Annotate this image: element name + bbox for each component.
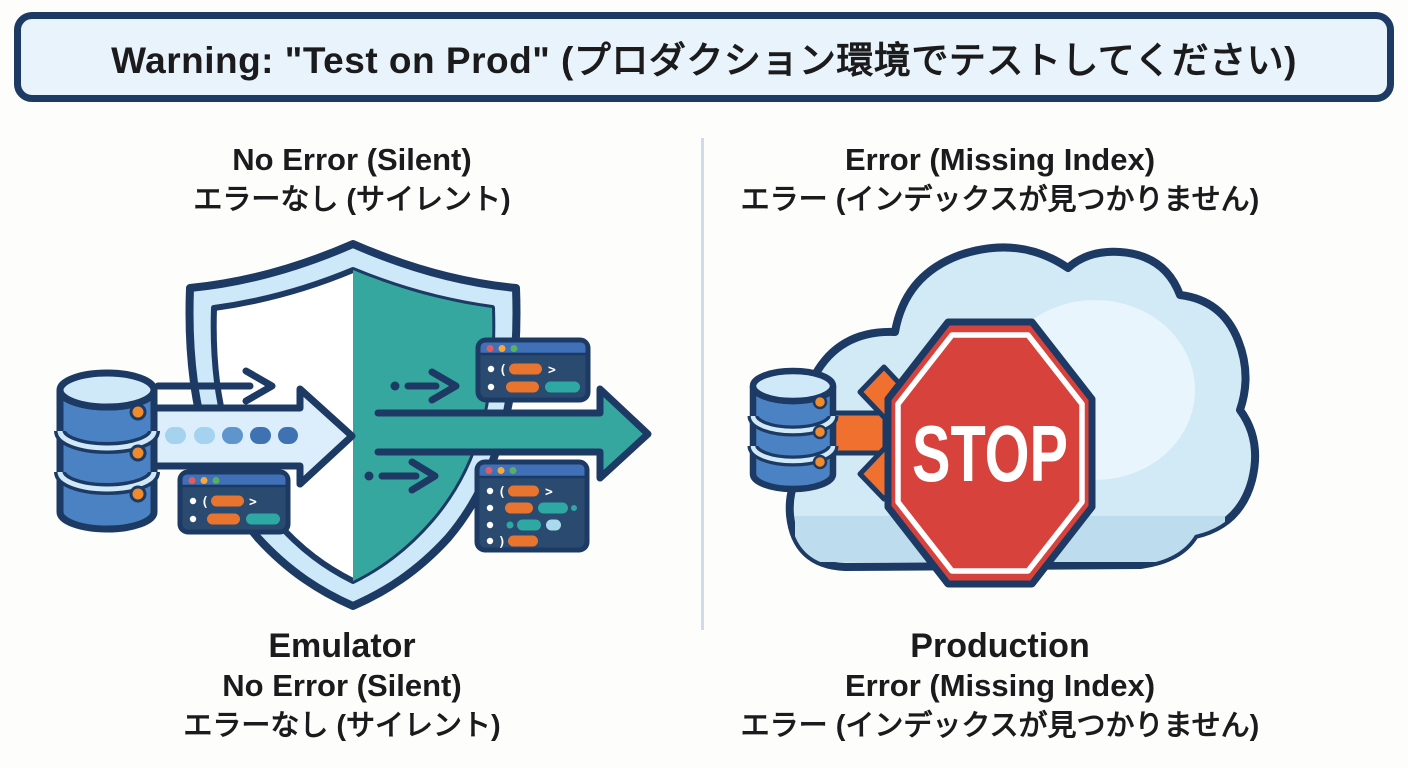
right-top-caption: Error (Missing Index) エラー (インデックスが見つかりませ… <box>727 140 1273 220</box>
code-line <box>486 519 561 531</box>
database-led <box>129 444 147 462</box>
svg-text:(: ( <box>499 363 507 378</box>
database-top <box>56 369 158 411</box>
right-top-caption-line2: エラー (インデックスが見つかりません) <box>740 184 1260 216</box>
traffic-dot-green <box>510 345 518 352</box>
left-top-caption-line2: エラーなし (サイレント) <box>193 184 511 216</box>
svg-text:>: > <box>548 363 556 378</box>
motion-arrow-4 <box>364 458 439 494</box>
left-bottom-caption-line2: No Error (Silent) <box>222 668 462 703</box>
window-titlebar <box>182 474 286 486</box>
panel-divider <box>701 138 704 630</box>
emulator-illustration: ( > ( > <box>54 240 652 610</box>
code-window-2: ( > <box>475 337 591 403</box>
left-bottom-caption-line1: Emulator <box>268 627 416 665</box>
traffic-dot-red <box>486 345 494 352</box>
svg-text:>: > <box>545 485 553 500</box>
traffic-dot-yellow <box>498 345 506 352</box>
right-top-caption-line1: Error (Missing Index) <box>844 142 1156 177</box>
teal-arrow-body <box>378 389 648 478</box>
svg-text:): ) <box>498 535 506 550</box>
database-led <box>812 394 828 410</box>
flow-dash <box>165 427 186 444</box>
window-titlebar <box>479 464 585 477</box>
flow-dash <box>194 427 215 444</box>
svg-text:>: > <box>249 495 257 510</box>
database-led <box>812 424 828 440</box>
flow-dashes <box>165 427 298 444</box>
motion-arrow-3 <box>390 368 460 404</box>
code-line <box>189 513 280 525</box>
database-separator <box>57 471 157 492</box>
left-top-caption: No Error (Silent) エラーなし (サイレント) <box>57 140 647 220</box>
code-window-3: ( > ) <box>474 459 590 553</box>
right-bottom-caption-line1: Production <box>910 627 1090 665</box>
flow-dash <box>250 427 271 444</box>
teal-flow-arrow-icon <box>374 385 652 482</box>
right-bottom-caption: Production Error (Missing Index) エラー (イン… <box>727 626 1273 746</box>
traffic-dot-yellow <box>497 467 505 474</box>
code-window-1: ( > <box>177 469 291 535</box>
database-separator <box>750 415 836 434</box>
warning-banner: Warning: "Test on Prod" (プロダクション環境でテストして… <box>14 12 1394 102</box>
right-bottom-caption-line2: Error (Missing Index) <box>844 668 1156 703</box>
database-led <box>129 403 147 421</box>
flow-dash <box>222 427 243 444</box>
code-line: ( > <box>486 485 553 500</box>
traffic-dot-red <box>188 477 196 484</box>
window-titlebar <box>480 342 586 354</box>
traffic-dot-red <box>485 467 493 474</box>
code-line <box>486 502 577 514</box>
stop-sign-inner-ring <box>895 332 1085 574</box>
teal-arrow-outline <box>374 385 652 482</box>
stop-sign-label: STOP <box>912 409 1068 498</box>
traffic-dot-green <box>212 477 220 484</box>
left-top-caption-line1: No Error (Silent) <box>232 142 472 177</box>
database-top <box>749 367 837 405</box>
left-bottom-caption: Emulator No Error (Silent) エラーなし (サイレント) <box>47 626 637 746</box>
warning-banner-text: Warning: "Test on Prod" (プロダクション環境でテストして… <box>111 40 1297 81</box>
flow-dash <box>278 427 298 444</box>
production-illustration: STOP <box>747 243 1260 588</box>
traffic-dot-green <box>509 467 517 474</box>
database-led <box>812 454 828 470</box>
stop-sign-icon: STOP <box>884 318 1096 588</box>
code-line <box>487 381 580 393</box>
traffic-dot-yellow <box>200 477 208 484</box>
left-bottom-caption-line3: エラーなし (サイレント) <box>183 710 501 742</box>
right-bottom-caption-line3: エラー (インデックスが見つかりません) <box>740 710 1260 742</box>
motion-arrow-1 <box>154 367 276 405</box>
svg-text:(: ( <box>498 485 506 500</box>
database-separator <box>57 430 157 451</box>
database-led <box>129 485 147 503</box>
code-line: ( > <box>189 495 257 510</box>
production-database-icon <box>747 367 839 493</box>
stop-sign-octagon <box>884 318 1096 588</box>
database-separator <box>750 445 836 464</box>
code-line: ( > <box>487 363 556 378</box>
code-line: ) <box>486 535 538 550</box>
database-icon <box>54 369 160 533</box>
svg-text:(: ( <box>201 495 209 510</box>
